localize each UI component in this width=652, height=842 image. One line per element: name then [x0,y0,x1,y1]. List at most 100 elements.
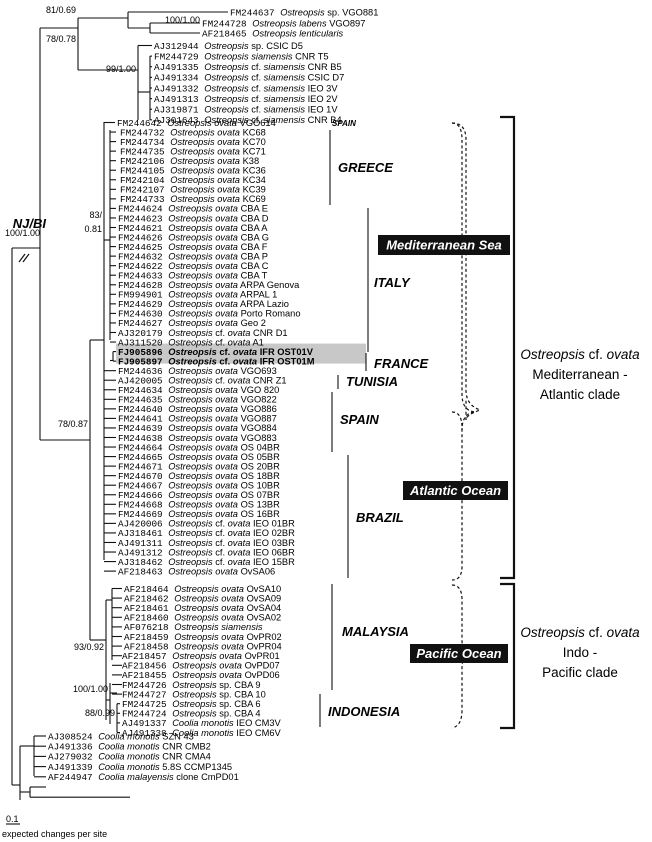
leaf-label: FM244623 Ostreopsis ovata CBA D [118,213,269,224]
region-label-malaysia: MALAYSIA [342,624,409,639]
leaf-label: AJ491338 Coolia monotis IEO CM6V [122,728,282,739]
leaf-label: AF218459 Ostreopsis ovata OvPR02 [124,632,282,643]
support-value: 100/1.00 [165,15,200,25]
support-value: 100/1.00 [5,228,40,238]
leaf-label: FM244639 Ostreopsis ovata VGO884 [118,423,277,434]
leaf-label: AF218456 Ostreopsis ovata OvPD07 [122,661,280,672]
region-label-greece: GREECE [338,160,393,175]
scale-value: 0.1 [6,814,19,824]
leaf-label: AF218455 Ostreopsis ovata OvPD06 [122,670,280,681]
leaf-label: FM244728 Ostreopsis labens VGO897 [202,18,365,29]
leaf-label: FM244105 Ostreopsis ovata KC36 [120,166,266,177]
leaf-label: FM244668 Ostreopsis ovata OS 13BR [118,500,280,511]
highlight-france [116,343,366,364]
leaf-label: AJ318462 Ostreopsis cf. ovata IEO 15BR [118,557,295,568]
leaf-label: AF218461 Ostreopsis ovata OvSA04 [124,603,281,614]
bracket-clade-indo-pac [500,582,516,730]
leaf-label: FM244669 Ostreopsis ovata OS 16BR [118,509,280,520]
leaf-label: FM244621 Ostreopsis ovata CBA A [118,223,268,234]
leaf-label: AJ491311 Ostreopsis cf. ovata IEO 03BR [118,538,295,549]
sea-pacific-box [410,644,508,663]
leaf-label: AJ318461 Ostreopsis cf. ovata IEO 02BR [118,528,295,539]
leaf-label: FM244636 Ostreopsis ovata VGO693 [118,366,277,377]
brace-med-b [461,411,475,431]
leaf-label: AJ491334 Ostreopsis cf. siamensis CSIC D… [154,73,344,84]
leaf-label: FM994901 Ostreopsis ovata ARPAL 1 [118,290,277,301]
leaf-label: AJ491339 Coolia monotis 5.8S CCMP1345 [48,762,232,773]
leaf-label: FM244624 Ostreopsis ovata CBA E [118,204,268,215]
leaf-label: AJ279032 Coolia monotis CNR CMA4 [48,752,211,763]
leaf-label: FM244625 Ostreopsis ovata CBA F [118,242,268,253]
region-label-tunisia: TUNISIA [346,374,398,389]
leaf-label: AF218465 Ostreopsis lenticularis [202,28,344,39]
leaf-label: FM244667 Ostreopsis ovata OS 10BR [118,481,280,492]
leaf-label: FM244630 Ostreopsis ovata Porto Romano [118,309,301,320]
support-value: 81/0.69 [46,5,76,15]
brace-med [451,122,482,421]
support-value: 78/0.78 [46,34,76,44]
leaf-label: AJ319871 Ostreopsis cf. siamensis IEO 1V [154,105,338,116]
leaf-label: FM244638 Ostreopsis ovata VGO883 [118,433,277,444]
region-label-spain-small: SPAIN [332,119,356,128]
leaf-label: AF218460 Ostreopsis ovata OvSA02 [124,613,281,624]
leaf-label: FM244626 Ostreopsis ovata CBA G [118,232,269,243]
region-label-france: FRANCE [374,356,428,371]
clade-indo-pac-line2: Indo - [563,645,598,660]
support-value: 100/1.00 [73,684,108,694]
leaf-label: AJ301643 Ostreopsis cf. siamensis CNR B4 [154,115,342,126]
leaf-label: FM244637 Ostreopsis sp. VGO881 [230,7,378,18]
leaf-label: FM244732 Ostreopsis ovata KC68 [120,127,266,138]
region-label-spain: SPAIN [340,412,379,427]
leaf-label: AF076218 Ostreopsis siamensis [124,622,263,633]
leaf-label: FM242107 Ostreopsis ovata KC39 [120,185,266,196]
leaf-label: FM244627 Ostreopsis ovata Geo 2 [118,318,266,329]
leaf-label: FM242106 Ostreopsis ovata K38 [120,156,259,167]
leaf-label: AJ420006 Ostreopsis cf. ovata IEO 01BR [118,519,295,530]
leaf-label: FM244724 Ostreopsis sp. CBA 4 [122,709,261,720]
leaf-label: AF218462 Ostreopsis ovata OvSA09 [124,593,281,604]
leaf-label: FJ905896 Ostreopsis cf. ovata IFR OST01V [118,347,314,358]
support-value: 88/0.99 [85,708,115,718]
brace-med-a [451,122,475,413]
leaf-label: FM244735 Ostreopsis ovata KC71 [120,146,266,157]
leaf-label: FM244628 Ostreopsis ovata ARPA Genova [118,280,300,291]
leaf-label: FM244725 Ostreopsis sp. CBA 6 [122,699,261,710]
leaf-label: AJ312944 Ostreopsis sp. CSIC D5 [154,41,303,52]
leaf-label: FM244726 Ostreopsis sp. CBA 9 [122,680,261,691]
leaf-label: FM244633 Ostreopsis ovata CBA T [118,271,268,282]
sea-atlantic-box [403,481,508,500]
leaf-label: FM244622 Ostreopsis ovata CBA C [118,261,269,272]
leaf-label: AJ308524 Coolia monotis SZN 43 [48,731,194,742]
clade-med-atl-line3: Atlantic clade [540,387,620,402]
leaf-label: FM244641 Ostreopsis ovata VGO887 [118,414,277,425]
leaf-label: AJ491312 Ostreopsis cf. ovata IEO 06BR [118,547,295,558]
leaf-label: FM244666 Ostreopsis ovata OS 07BR [118,490,280,501]
support-value: 83/ [89,210,102,220]
leaf-label: FM244629 Ostreopsis ovata ARPA Lazio [118,299,289,310]
leaf-label: FM244632 Ostreopsis ovata CBA P [118,251,268,262]
leaf-label: FM244665 Ostreopsis ovata OS 05BR [118,452,280,463]
region-label-brazil: BRAZIL [356,510,404,525]
leaf-label: AJ420005 Ostreopsis cf. ovata CNR Z1 [118,376,287,387]
leaf-label: AJ491337 Coolia monotis IEO CM3V [122,718,282,729]
leaf-label: AF244947 Coolia malayensis clone CmPD01 [48,772,239,783]
leaf-label: AJ491332 Ostreopsis cf. siamensis IEO 3V [154,83,338,94]
support-value: 99/1.00 [106,64,136,74]
clade-indo-pac-line1: Ostreopsis cf. ovata [520,625,640,640]
leaf-label: AJ491336 Coolia monotis CNR CMB2 [48,742,211,753]
bracket-clade-med-atl [500,115,516,580]
sea-mediterranean-label: Mediterranean Sea [386,238,502,253]
clade-med-atl-line2: Mediterranean - [532,367,627,382]
leaf-label: FM244733 Ostreopsis ovata KC69 [120,194,266,205]
leaf-label: FM244640 Ostreopsis ovata VGO886 [118,404,277,415]
region-label-indonesia: INDONESIA [328,704,400,719]
leaf-label: FM244671 Ostreopsis ovata OS 20BR [118,461,280,472]
leaf-label: FM244729 Ostreopsis siamensis CNR T5 [154,51,329,62]
clade-med-atl-line1: Ostreopsis cf. ovata [520,347,640,362]
leaf-label: AF218463 Ostreopsis ovata OvSA06 [118,566,275,577]
leaf-label: FM244670 Ostreopsis ovata OS 18BR [118,471,280,482]
leaf-label: FM244664 Ostreopsis ovata OS 04BR [118,442,280,453]
leaf-label: FM244635 Ostreopsis ovata VGO822 [118,395,277,406]
